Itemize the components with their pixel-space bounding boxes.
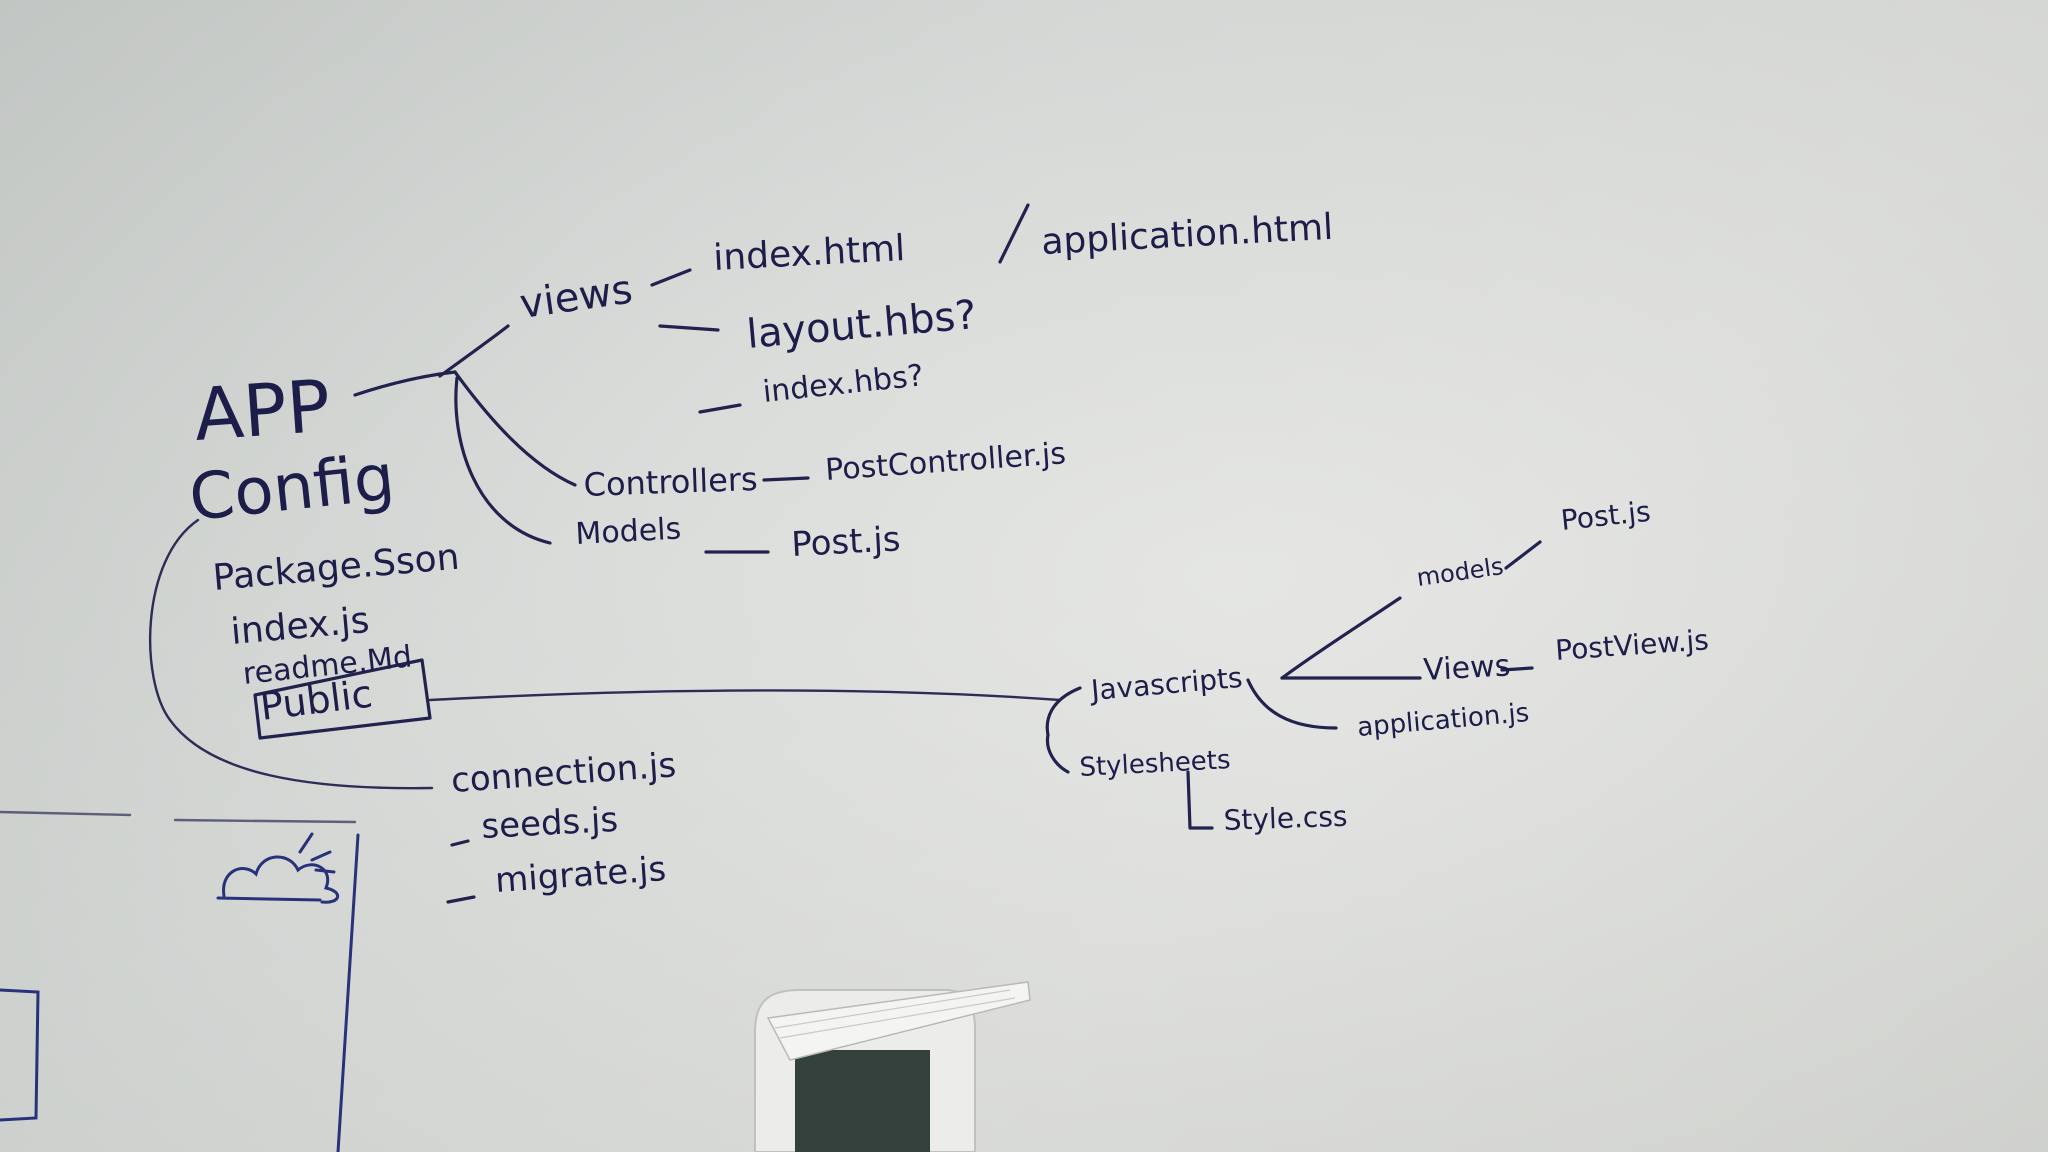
root-column: APP Config Package.Sson index.js readme.…	[186, 364, 461, 729]
seeds-js-label: seeds.js	[480, 800, 619, 847]
public-views-label: Views	[1423, 648, 1512, 687]
models-branch: Models Post.js	[575, 512, 902, 565]
lower-left-doodle	[0, 810, 360, 1152]
connector-lines	[148, 203, 1542, 904]
models-label: Models	[575, 512, 682, 552]
index-html-label: index.html	[712, 228, 906, 279]
style-css-label: Style.css	[1223, 800, 1348, 837]
post-js-label: Post.js	[790, 519, 901, 565]
app-label: APP	[191, 364, 333, 457]
thermostat	[754, 981, 1031, 1152]
public-tree: Javascripts Stylesheets models Post.js V…	[1079, 495, 1710, 837]
controllers-label: Controllers	[583, 460, 758, 504]
cloud-icon	[216, 832, 339, 904]
